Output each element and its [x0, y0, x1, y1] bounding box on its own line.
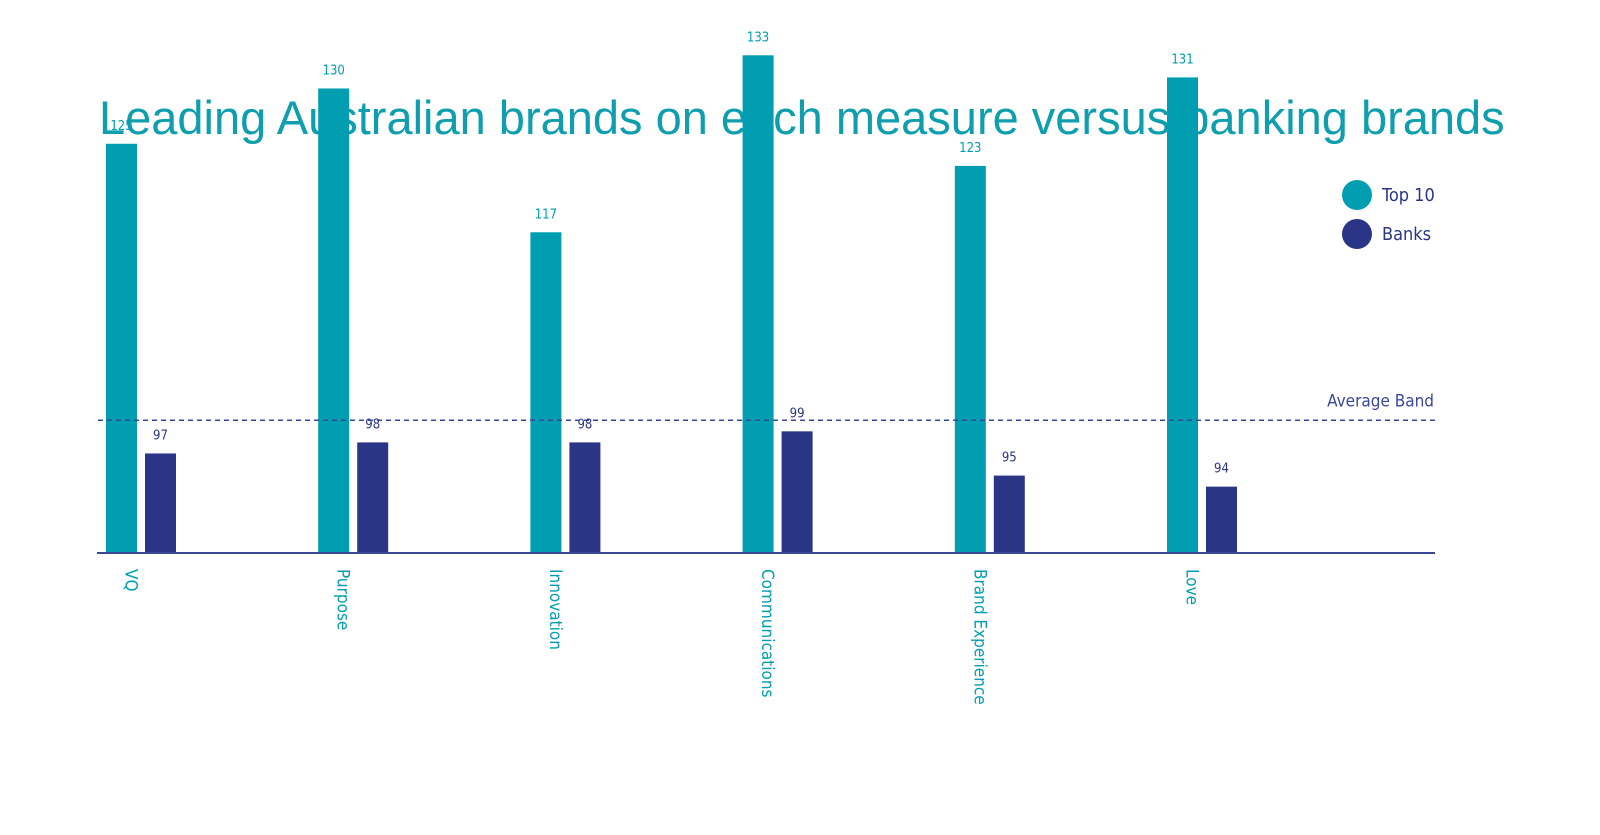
bar-banks-communications [781, 431, 813, 553]
data-label-banks-vq: 97 [153, 428, 168, 443]
data-label-top-10-purpose: 130 [323, 63, 345, 78]
category-label-innovation: Innovation [545, 569, 565, 650]
bars-layer [106, 55, 1237, 554]
data-label-top-10-innovation: 117 [535, 207, 557, 222]
legend-swatch-top-10 [1342, 180, 1372, 210]
average-band-label: Average Band [1327, 391, 1434, 411]
bar-banks-brand-experience [993, 475, 1025, 553]
category-label-purpose: Purpose [333, 569, 353, 630]
data-label-banks-brand-experience: 95 [1002, 451, 1017, 466]
data-label-top-10-brand-experience: 123 [959, 141, 981, 156]
data-label-top-10-love: 131 [1171, 52, 1193, 67]
bar-top-10-communications [742, 55, 774, 554]
category-label-love: Love [1182, 569, 1202, 605]
data-label-top-10-communications: 133 [747, 30, 769, 45]
data-label-banks-love: 94 [1214, 462, 1229, 477]
data-label-banks-innovation: 98 [577, 417, 592, 432]
bar-banks-purpose [357, 442, 389, 553]
legend: Top 10 Banks [1342, 180, 1435, 249]
category-labels: VQ Purpose Innovation Communications Brand E… [121, 569, 1202, 705]
category-label-vq: VQ [121, 569, 141, 592]
category-label-communications: Communications [757, 569, 777, 698]
bar-banks-vq [145, 453, 176, 553]
bar-top-10-vq [106, 143, 137, 553]
bar-top-10-brand-experience [954, 165, 986, 553]
legend-swatch-banks [1342, 219, 1372, 249]
labels-layer: 125 97 130 98 117 98 133 99 123 95 131 94 [110, 30, 1229, 476]
legend-label-banks: Banks [1382, 224, 1431, 245]
data-label-banks-purpose: 98 [365, 417, 380, 432]
category-label-brand-experience: Brand Experience [969, 569, 989, 705]
bar-top-10-innovation [530, 232, 562, 553]
bar-top-10-purpose [318, 88, 350, 553]
bar-banks-innovation [569, 442, 601, 553]
data-label-top-10-vq: 125 [110, 119, 132, 134]
legend-label-top-10: Top 10 [1381, 185, 1435, 206]
data-label-banks-communications: 99 [790, 406, 805, 421]
bar-banks-love [1206, 486, 1237, 553]
bar-top-10-love [1167, 77, 1198, 554]
